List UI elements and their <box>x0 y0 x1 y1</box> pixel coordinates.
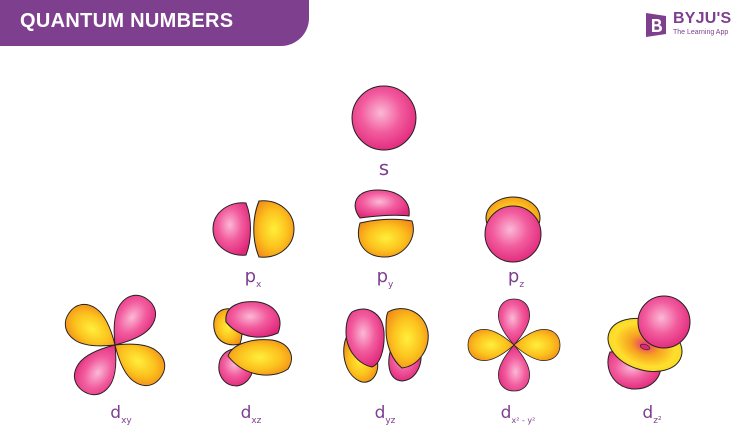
page-title: QUANTUM NUMBERS <box>20 10 234 32</box>
dxy-orbital <box>57 287 173 403</box>
py-orbital <box>354 189 414 258</box>
title-banner: QUANTUM NUMBERS <box>0 0 309 46</box>
s-orbital <box>351 85 417 151</box>
logo-name: BYJU'S <box>673 10 732 27</box>
byjus-logo: BYJU'S The Learning App <box>643 10 743 40</box>
logo-tagline: The Learning App <box>673 29 729 36</box>
orbital-label-dxy: dxy <box>110 403 132 426</box>
byjus-logo-icon <box>646 13 666 37</box>
dxz-orbital <box>213 301 292 387</box>
orbital-label-py: py <box>377 266 394 290</box>
orbital-label-dxz: dxz <box>241 403 262 426</box>
dx2-y2-orbital <box>467 298 561 392</box>
orbital-label-dz2: dz² <box>642 403 662 426</box>
px-orbital <box>212 200 295 258</box>
dz2-orbital <box>607 295 691 390</box>
orbital-label-pz: pz <box>508 266 524 290</box>
orbital-label-s: s <box>379 156 389 180</box>
pz-orbital <box>484 196 542 263</box>
orbital-label-dyz: dyz <box>375 403 396 426</box>
orbital-label-dx2-y2: dx² - y² <box>501 403 536 425</box>
dyz-orbital <box>343 308 429 383</box>
orbital-label-px: px <box>245 266 262 290</box>
